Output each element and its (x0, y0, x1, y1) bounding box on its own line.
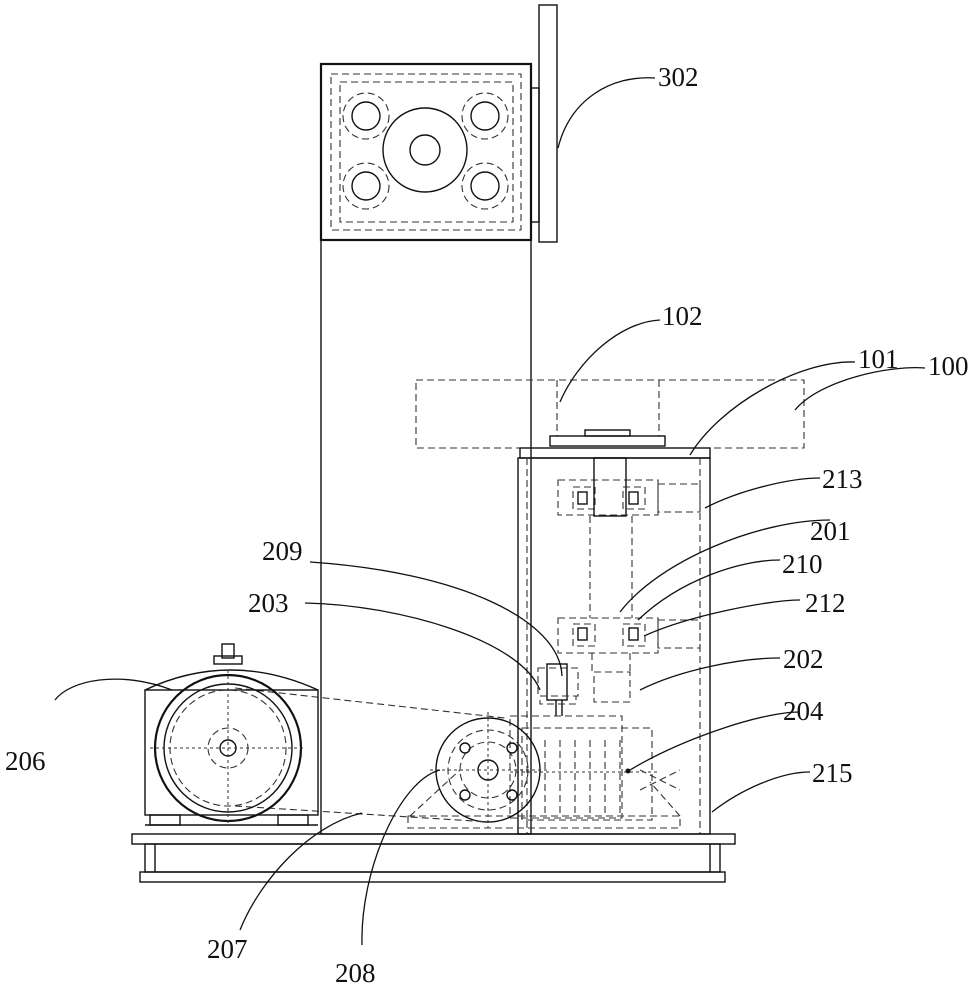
label-101: 101 (858, 344, 899, 374)
reference-labels: 302 102 101 100 213 201 210 209 212 203 … (5, 62, 968, 988)
label-212: 212 (805, 588, 846, 618)
label-208: 208 (335, 958, 376, 988)
label-215: 215 (812, 758, 853, 788)
base-frame (132, 834, 735, 882)
label-213: 213 (822, 464, 863, 494)
label-201: 201 (810, 516, 851, 546)
pulley-208 (430, 712, 548, 828)
label-210: 210 (782, 549, 823, 579)
label-202: 202 (783, 644, 824, 674)
side-plate-302 (531, 5, 557, 242)
motor-206 (145, 644, 318, 826)
label-203: 203 (248, 588, 289, 618)
label-204: 204 (783, 696, 824, 726)
lower-housing (408, 458, 710, 834)
vertical-column (321, 64, 531, 834)
label-102: 102 (662, 301, 703, 331)
label-302: 302 (658, 62, 699, 92)
label-100: 100 (928, 351, 968, 381)
upper-platform (416, 380, 804, 458)
label-206: 206 (5, 746, 46, 776)
label-209: 209 (262, 536, 303, 566)
label-207: 207 (207, 934, 248, 964)
top-gearbox (321, 64, 531, 240)
